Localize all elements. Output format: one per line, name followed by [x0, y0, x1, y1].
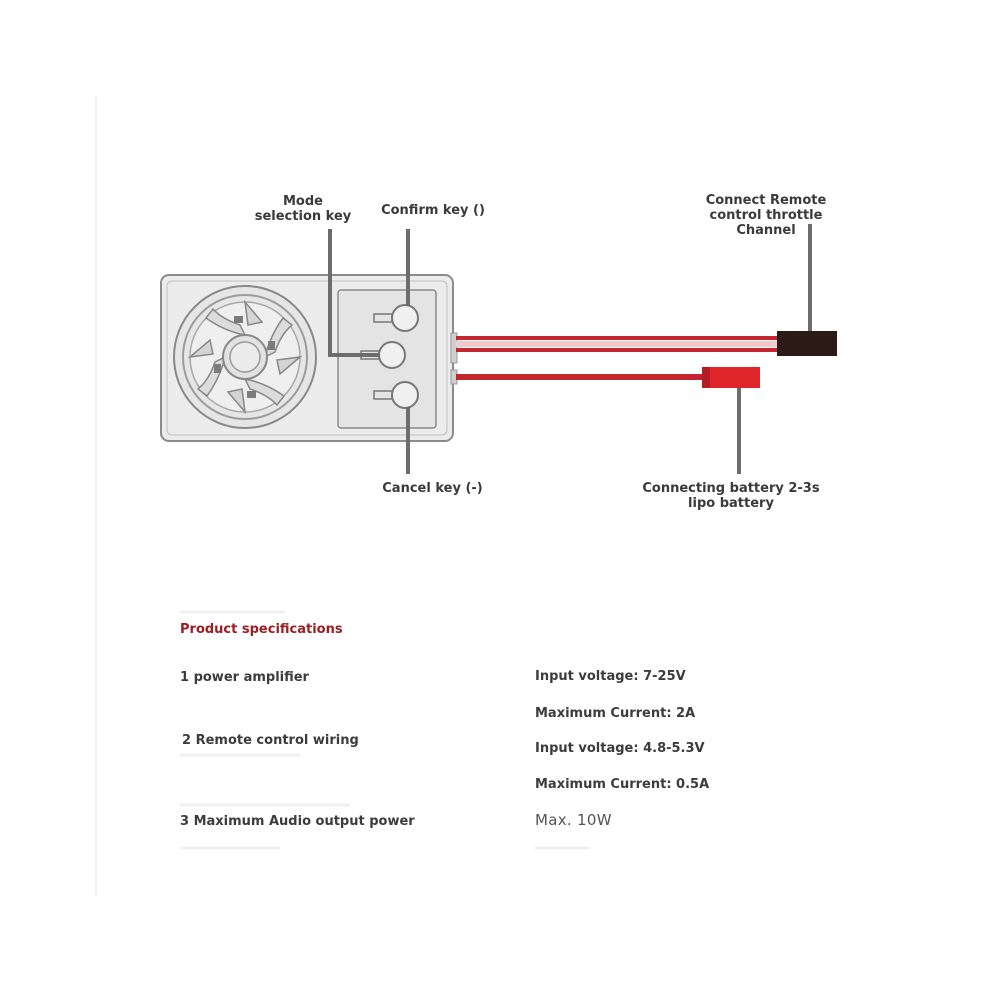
cancel-key-label: Cancel key (-) — [382, 481, 483, 496]
battery-plug — [702, 367, 760, 388]
cancel-key[interactable] — [373, 381, 419, 409]
spec-row-2-value-1: Input voltage: 4.8-5.3V — [535, 741, 705, 756]
spec-row-3-value-1: Max. 10W — [535, 811, 612, 829]
confirm-key-label: Confirm key () — [381, 203, 485, 218]
spec-row-2-value-2: Maximum Current: 0.5A — [535, 777, 710, 792]
spec-row-1-name: 1 power amplifier — [180, 670, 309, 685]
speaker-icon — [173, 285, 317, 429]
confirm-key[interactable] — [373, 304, 419, 332]
spec-row-1-value-2: Maximum Current: 2A — [535, 706, 696, 721]
battery-label: Connecting battery 2-3s lipo battery — [642, 481, 820, 511]
mode-leader — [328, 229, 380, 357]
battery-lead — [456, 367, 760, 388]
mode-key-label: Mode selection key — [254, 194, 352, 224]
spec-row-2-name: 2 Remote control wiring — [182, 733, 359, 748]
spec-row-3-name: 3 Maximum Audio output power — [180, 814, 415, 829]
spec-row-1-value-1: Input voltage: 7-25V — [535, 669, 686, 684]
sound-module — [160, 274, 458, 442]
ghost-lines — [180, 610, 590, 850]
throttle-label: Connect Remote control throttle Channel — [705, 193, 827, 238]
leader-lines — [328, 224, 812, 474]
throttle-lead — [456, 331, 837, 356]
servo-plug — [777, 331, 837, 356]
spec-title: Product specifications — [180, 622, 343, 637]
